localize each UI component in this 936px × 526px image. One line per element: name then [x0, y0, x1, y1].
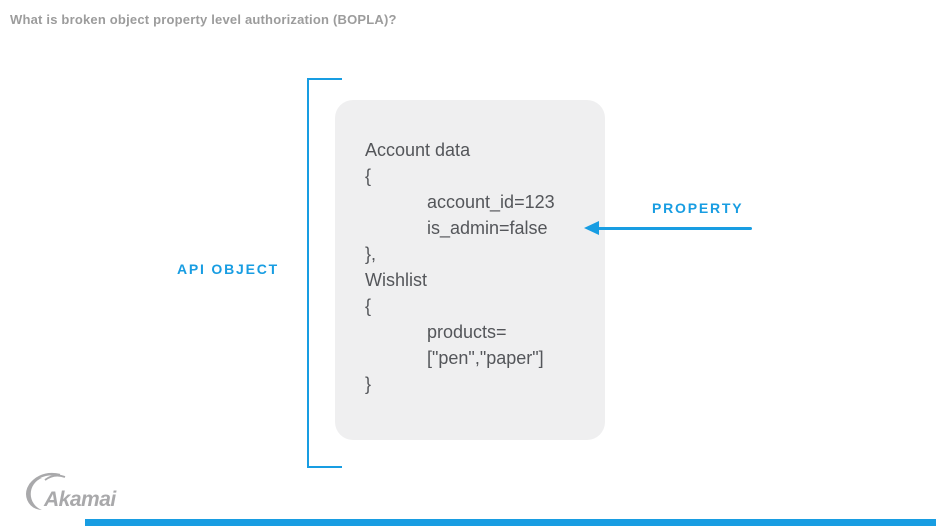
- api-object-bracket: [307, 78, 342, 468]
- property-arrow-head-icon: [584, 221, 599, 235]
- code-line: },: [365, 244, 377, 264]
- code-line: {: [365, 166, 372, 186]
- code-line: products=: [427, 322, 507, 342]
- property-label: PROPERTY: [652, 200, 744, 216]
- bottom-accent-bar: [85, 519, 936, 526]
- code-line: is_admin=false: [427, 218, 548, 238]
- code-line: ["pen","paper"]: [427, 348, 544, 368]
- code-line: account_id=123: [427, 192, 555, 212]
- code-box: Account data { account_id=123 is_admin=fals…: [335, 100, 605, 440]
- code-line: Wishlist: [365, 270, 427, 290]
- code-line: }: [365, 374, 372, 394]
- code-lines: Account data { account_id=123 is_admin=fals…: [335, 100, 605, 397]
- page-title: What is broken object property level aut…: [10, 12, 397, 27]
- akamai-logo-icon: Akamai: [26, 472, 118, 511]
- api-object-label: API OBJECT: [177, 261, 280, 277]
- code-line: Account data: [365, 140, 471, 160]
- property-arrow-line: [598, 227, 752, 230]
- code-line: {: [365, 296, 372, 316]
- akamai-logo-text: Akamai: [43, 488, 117, 511]
